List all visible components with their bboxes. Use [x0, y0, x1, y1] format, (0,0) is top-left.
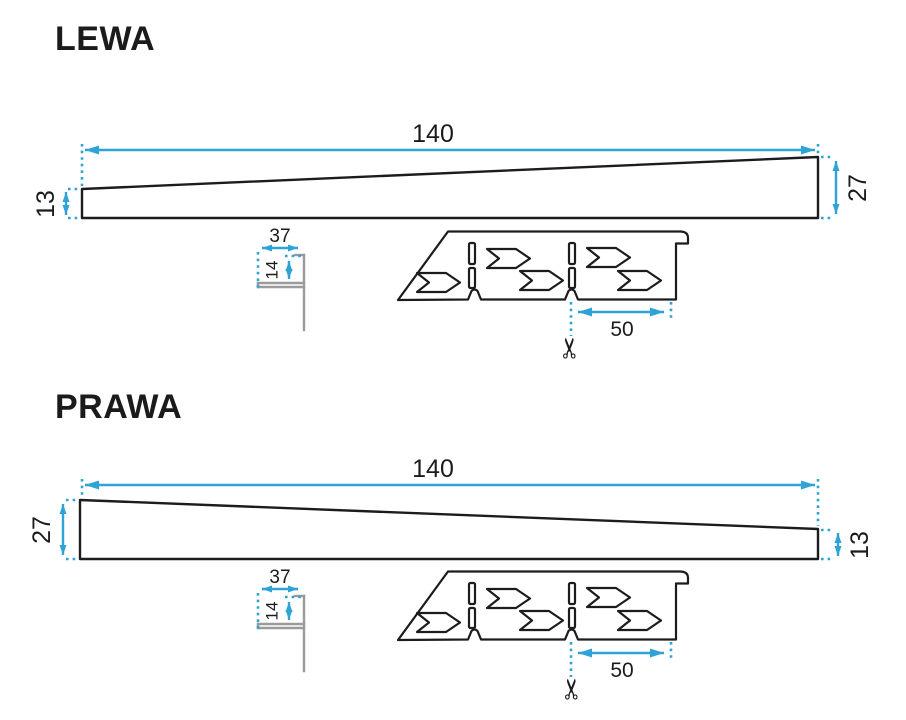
section-title: PRAWA — [55, 388, 182, 426]
length-dimension-label: 140 — [412, 120, 454, 148]
section-prawa: PRAWA 140 27 13 37 14 50 ✂ — [28, 388, 874, 701]
scissors-icon: ✂ — [557, 677, 588, 700]
section-lewa: LEWA 140 13 27 37 14 50 ✂ — [32, 20, 872, 360]
perforated-strip — [396, 230, 690, 302]
perforated-strip — [396, 570, 690, 642]
right-height-dimension-label: 13 — [846, 531, 874, 559]
cut-length-dimension-label: 50 — [610, 318, 633, 341]
cut-length-dimension-label: 50 — [610, 659, 633, 682]
length-dimension-label: 140 — [412, 455, 454, 483]
section-title: LEWA — [55, 20, 155, 58]
left-height-dimension-label: 27 — [28, 516, 56, 544]
left-height-dimension-label: 13 — [32, 190, 60, 218]
scissors-icon: ✂ — [555, 336, 586, 359]
wedge-profile-outline — [80, 155, 820, 220]
wedge-profile-outline — [78, 498, 820, 561]
right-height-dimension-label: 27 — [844, 174, 872, 202]
profile-width-label: 37 — [269, 226, 290, 247]
profile-depth-dimension-label: 14 — [263, 261, 282, 280]
profile-width-label: 37 — [269, 567, 290, 588]
profile-depth-dimension-label: 14 — [263, 602, 282, 621]
